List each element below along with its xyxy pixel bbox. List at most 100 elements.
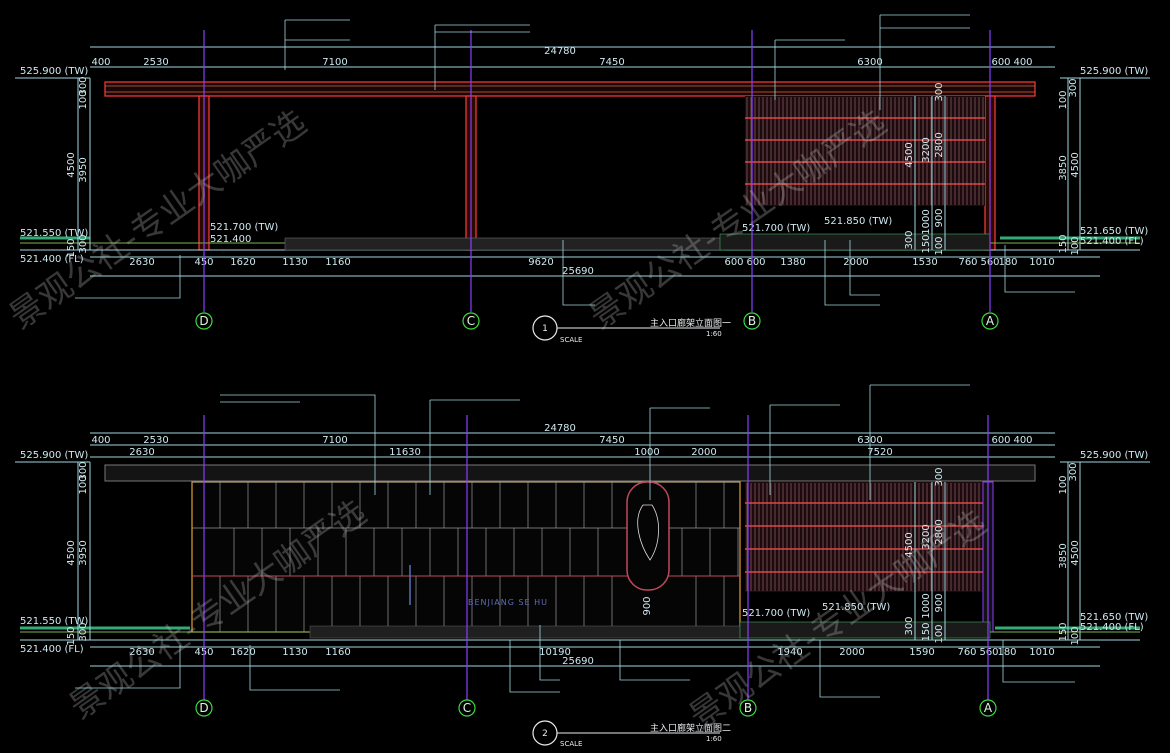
e1-screen-vdim: 4500	[904, 142, 915, 167]
e2-screen-vdim: 3200	[921, 524, 932, 549]
e2-bottom-dim: 1010	[1029, 647, 1054, 658]
e2-top-dim: 7450	[599, 435, 624, 446]
e1-title: 主入口廊架立面图一	[650, 317, 731, 329]
e1-scale-label: SCALE	[560, 336, 582, 344]
e2-level-step3: 521.700 (TW)	[742, 608, 810, 619]
e2-leaders	[75, 384, 1075, 698]
e2-left-vdim: 300	[78, 622, 89, 641]
e2-bottom-dim: 10190	[539, 647, 571, 658]
e2-grid-marker-c: C	[458, 699, 476, 717]
e2-bottom-dim: 1940	[777, 647, 802, 658]
e1-top-dim: 7100	[322, 57, 347, 68]
e2-grid-marker-a: A	[979, 699, 997, 717]
e2-bottom-dim: 180	[997, 647, 1016, 658]
e2-left-vdim: 300	[78, 461, 89, 480]
elevation-2: 24780 400 2530 7100 7450 6300 600 400 26…	[15, 384, 1150, 748]
e2-door-dim: 900	[642, 596, 653, 615]
e2-top-dim: 600	[991, 435, 1010, 446]
e2-sign-text: BENJIANG SE HU	[468, 598, 548, 607]
e2-scale-value: 1:60	[706, 735, 722, 743]
e2-bottom-dim: 560	[979, 647, 998, 658]
e2-overall-top-dim: 24780	[544, 423, 576, 434]
watermark-text: 景观公社-专业大咖严选	[2, 103, 314, 338]
e1-grid-marker-d: D	[195, 312, 213, 330]
e2-grid-label: C	[463, 701, 471, 715]
e1-left-vdim: 150	[66, 238, 77, 257]
e1-right-vdim: 150	[1058, 234, 1069, 253]
e2-level-mid-left: 521.550 (TW)	[20, 616, 88, 627]
e2-level-floor-left: 521.400 (FL)	[20, 644, 84, 655]
e1-bottom-dim: 600	[746, 257, 765, 268]
e2-screen-vdim: 150	[921, 622, 932, 641]
e1-screen-vdim: 300	[904, 230, 915, 249]
e1-level-top-right: 525.900 (TW)	[1080, 66, 1148, 77]
e1-level-floor-left: 521.400 (FL)	[20, 254, 84, 265]
e2-second-dim: 7520	[867, 447, 892, 458]
e2-grid-label: D	[199, 701, 208, 715]
e1-left-vdim: 100	[78, 90, 89, 109]
e1-right-vdim: 100	[1058, 90, 1069, 109]
e1-left-vdim: 300	[78, 76, 89, 95]
e1-top-dim: 7450	[599, 57, 624, 68]
e1-title-number: 1	[542, 324, 548, 334]
e1-grid-label: C	[467, 314, 475, 328]
e2-right-vdim: 100	[1070, 626, 1081, 645]
e2-top-dims: 400 2530 7100 7450 6300 600 400	[91, 435, 1032, 446]
e1-level-mid-left: 521.550 (TW)	[20, 228, 88, 239]
e2-overall-bottom-dim: 25690	[562, 656, 594, 667]
e2-right-vdim: 100	[1058, 475, 1069, 494]
e1-level-step2: 521.400	[210, 234, 251, 245]
e1-right-vdim: 300	[1068, 78, 1079, 97]
e2-left-vdim: 3950	[78, 540, 89, 565]
e2-top-dim: 400	[1013, 435, 1032, 446]
e1-left-vdim: 4500	[66, 152, 77, 177]
e1-grid-label: D	[199, 314, 208, 328]
e1-screen-vdim: 3200	[921, 137, 932, 162]
e2-left-vdim: 100	[78, 475, 89, 494]
e2-second-row-dims: 2630 11630 1000 2000 7520	[129, 447, 892, 458]
e1-level-top-left: 525.900 (TW)	[20, 66, 88, 77]
e2-grid-marker-b: B	[739, 699, 757, 717]
e2-screen-vdim: 300	[934, 467, 945, 486]
e2-level-step4: 521.850 (TW)	[822, 602, 890, 613]
e1-screen-vdim: 2800	[934, 132, 945, 157]
e1-top-dim: 600	[991, 57, 1010, 68]
e1-grid-label: B	[748, 314, 756, 328]
e1-level-right-mid: 521.650 (TW)	[1080, 226, 1148, 237]
e2-second-dim: 2630	[129, 447, 154, 458]
e1-top-dims: 400 2530 7100 7450 6300 600 400	[91, 57, 1032, 68]
e1-bottom-dim: 1160	[325, 257, 350, 268]
e2-level-top-right: 525.900 (TW)	[1080, 450, 1148, 461]
e2-second-dim: 2000	[691, 447, 716, 458]
e1-right-vdim: 4500	[1070, 152, 1081, 177]
e1-overall-bottom-dim: 25690	[562, 266, 594, 277]
e1-screen-vdim: 900	[934, 208, 945, 227]
e1-grid-marker-c: C	[462, 312, 480, 330]
e1-bottom-dim: 9620	[528, 257, 553, 268]
e2-level-right-mid: 521.650 (TW)	[1080, 612, 1148, 623]
e1-top-dim: 2530	[143, 57, 168, 68]
e2-bottom-dim: 1130	[282, 647, 307, 658]
e2-grid-label: A	[984, 701, 993, 715]
e1-level-right-low: 521.400 (FL)	[1080, 236, 1144, 247]
e1-screen-vdim: 1000	[921, 209, 932, 234]
e2-bottom-dim: 2630	[129, 647, 154, 658]
e2-right-vdim: 3850	[1058, 543, 1069, 568]
e2-sculpture	[637, 504, 659, 561]
e1-overall-top-dim: 24780	[544, 46, 576, 57]
e2-bottom-dim: 760	[957, 647, 976, 658]
e1-bottom-dim: 2630	[129, 257, 154, 268]
e1-bottom-dim: 600	[724, 257, 743, 268]
e2-grid-label: B	[744, 701, 752, 715]
e1-bottom-dim: 760	[958, 257, 977, 268]
e2-left-vdim: 150	[66, 626, 77, 645]
e1-grid-marker-b: B	[743, 312, 761, 330]
e2-screen-vdim: 300	[904, 616, 915, 635]
e2-second-dim: 1000	[634, 447, 659, 458]
e2-scale-label: SCALE	[560, 740, 582, 748]
e2-top-dim: 400	[91, 435, 110, 446]
e1-bottom-dim: 1130	[282, 257, 307, 268]
e2-top-dim: 7100	[322, 435, 347, 446]
e1-bottom-dim: 1380	[780, 257, 805, 268]
e2-bottom-dim: 1620	[230, 647, 255, 658]
